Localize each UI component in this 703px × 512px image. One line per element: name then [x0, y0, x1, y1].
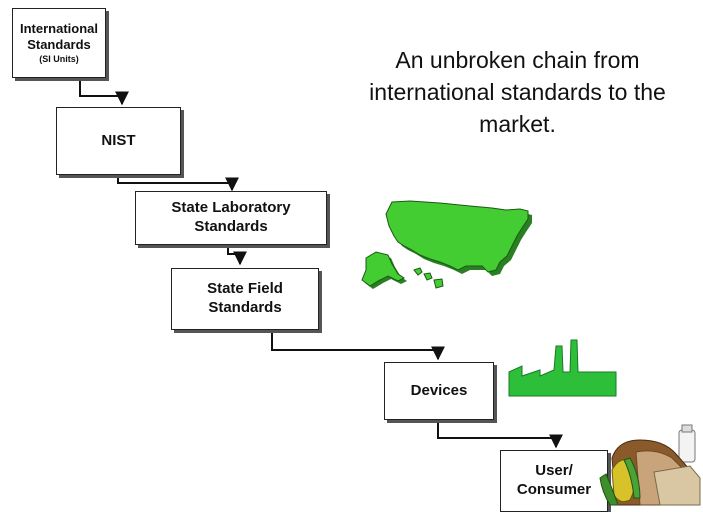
user-line1: User/ — [535, 462, 573, 480]
connector-statefield-devices — [271, 330, 445, 361]
state-lab-line2: Standards — [194, 218, 268, 235]
connector-statelab-statefield — [227, 245, 247, 266]
box-international-standards: International Standards (SI Units) — [12, 8, 106, 78]
connector-intl-nist — [79, 80, 129, 106]
connector-nist-statelab — [117, 175, 239, 192]
box-devices: Devices — [384, 362, 494, 420]
box-nist: NIST — [56, 107, 181, 175]
headline-line2: international standards to the — [369, 79, 666, 105]
international-line3: (SI Units) — [39, 53, 79, 64]
international-line1: International — [19, 21, 98, 37]
nist-label: NIST — [101, 131, 136, 149]
food-icon — [599, 424, 701, 506]
headline: An unbroken chain from international sta… — [345, 44, 690, 140]
user-line2: Consumer — [516, 481, 592, 498]
devices-label: Devices — [410, 381, 468, 399]
state-field-line2: Standards — [208, 299, 282, 316]
connector-devices-user — [437, 420, 563, 449]
state-lab-line1: State Laboratory — [171, 199, 291, 217]
box-user-consumer: User/ Consumer — [500, 450, 608, 512]
international-line2: Standards — [27, 37, 91, 53]
headline-line1: An unbroken chain from — [395, 47, 640, 73]
state-field-line1: State Field — [207, 280, 283, 298]
box-state-laboratory-standards: State Laboratory Standards — [135, 191, 327, 245]
usa-map-icon — [361, 200, 532, 289]
factory-icon — [508, 339, 617, 397]
box-state-field-standards: State Field Standards — [171, 268, 319, 330]
headline-line3: market. — [479, 111, 556, 137]
